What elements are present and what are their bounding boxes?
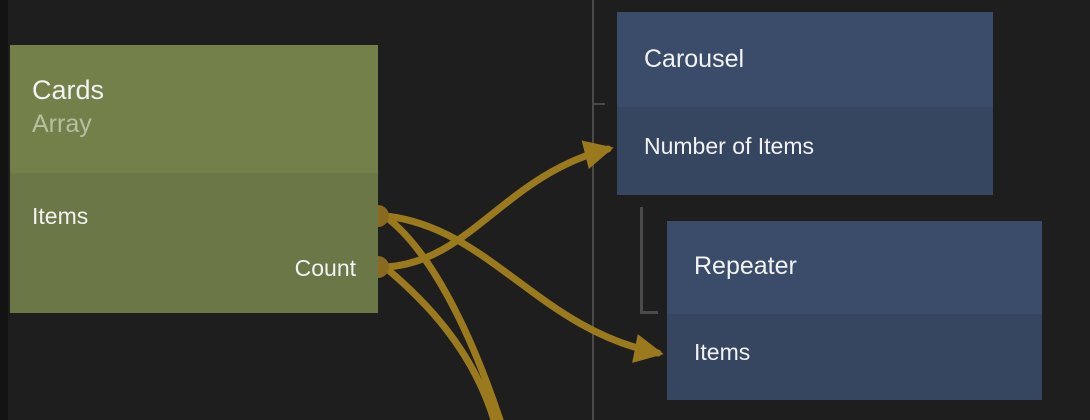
node-cards-title: Cards xyxy=(32,75,105,105)
wire-count-to-carousel xyxy=(382,140,614,271)
wire-items-to-repeater xyxy=(382,212,664,363)
node-carousel[interactable]: Carousel Number of Items xyxy=(617,12,993,195)
vertical-guide-line xyxy=(592,0,594,420)
node-cards[interactable]: Cards Array Items Count xyxy=(10,45,378,313)
node-repeater[interactable]: Repeater Items xyxy=(667,221,1042,400)
node-cards-header[interactable]: Cards Array xyxy=(10,45,378,173)
guide-tick-mark xyxy=(592,103,605,105)
wire-count-to-offscreen xyxy=(382,264,498,420)
node-cards-row-count-label[interactable]: Count xyxy=(294,255,356,281)
node-repeater-title: Repeater xyxy=(694,252,797,280)
wire-items-to-offscreen xyxy=(382,213,504,420)
node-carousel-body: Number of Items xyxy=(617,107,993,195)
node-carousel-title: Carousel xyxy=(644,45,745,73)
canvas-left-gutter xyxy=(0,0,8,420)
group-bracket xyxy=(640,207,658,314)
node-repeater-row-items[interactable]: Items xyxy=(694,339,751,365)
node-repeater-header[interactable]: Repeater xyxy=(667,221,1042,314)
node-carousel-row-number-of-items[interactable]: Number of Items xyxy=(644,133,814,159)
node-cards-row-items-label[interactable]: Items xyxy=(32,203,89,229)
node-repeater-body: Items xyxy=(667,314,1042,400)
node-cards-body: Items Count xyxy=(10,173,378,313)
node-cards-subtitle: Array xyxy=(32,110,92,138)
node-carousel-header[interactable]: Carousel xyxy=(617,12,993,107)
